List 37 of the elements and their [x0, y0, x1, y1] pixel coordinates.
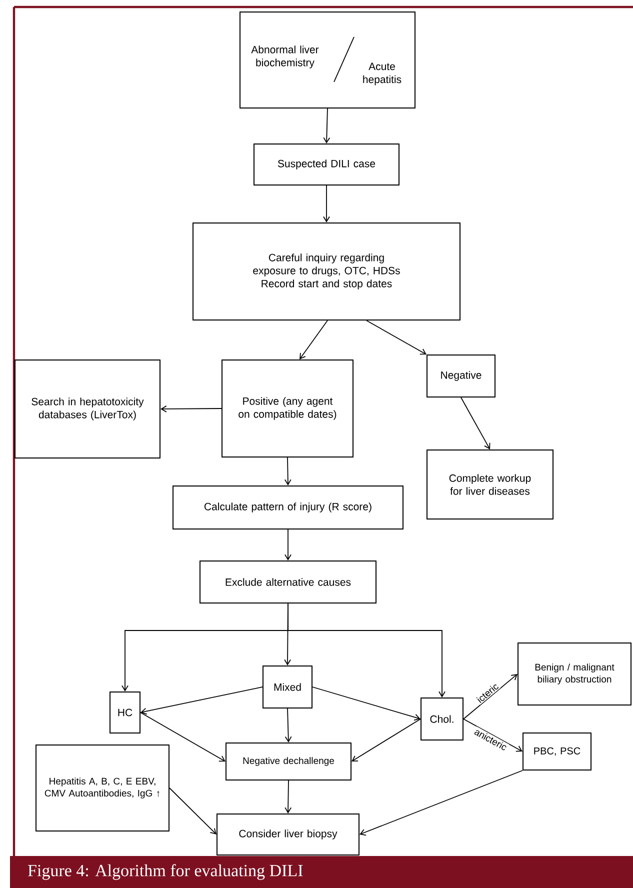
process-box: Hepatitis A, B, C, E EBV, CMV Autoantibodies, IgG ↑ — [36, 744, 170, 832]
arrow — [463, 718, 522, 752]
process-box: Calculate pattern of injury (R score) — [172, 486, 404, 530]
arrow — [140, 712, 226, 762]
process-box: Exclude alternative causes — [200, 560, 376, 604]
process-box: Positive (any agent on compatible dates) — [222, 360, 354, 458]
process-box: Mixed — [262, 666, 312, 708]
arrow — [140, 686, 263, 715]
process-box: Search in hepatotoxicity databases (LiverTox) — [14, 360, 160, 458]
process-box: Benign / malignant biliary obstruction — [518, 642, 632, 706]
process-box: Negative — [426, 354, 496, 398]
process-box: Complete workup for liver diseases — [426, 450, 554, 520]
arrow — [460, 397, 490, 450]
process-box: Suspected DILI case — [254, 144, 400, 186]
process-box: Careful inquiry regarding exposure to drugs, OTC, HDSs Record start and stop dates — [192, 222, 460, 320]
arrow — [284, 529, 292, 560]
arrow — [300, 320, 328, 360]
arrow — [463, 674, 518, 720]
arrow — [284, 457, 292, 486]
arrow — [288, 603, 446, 698]
arrow — [284, 780, 292, 814]
arrow — [360, 770, 523, 836]
arrow — [352, 718, 421, 762]
arrow — [312, 686, 420, 721]
figure-caption: Figure 4: Algorithm for evaluating DILI — [10, 856, 633, 888]
arrow — [169, 788, 216, 834]
start-box: Abnormal liver biochemistry Acute hepatitis — [240, 12, 416, 108]
process-box: Negative dechallenge — [226, 742, 352, 780]
arrow — [366, 320, 426, 355]
process-box: Consider liver biopsy — [216, 814, 360, 856]
process-box: PBC, PSC — [522, 732, 592, 770]
arrow — [323, 185, 330, 222]
arrow — [323, 108, 330, 144]
process-box: HC — [110, 692, 140, 734]
process-box: Chol. — [420, 698, 464, 740]
arrow — [284, 708, 292, 742]
arrow — [160, 406, 222, 412]
